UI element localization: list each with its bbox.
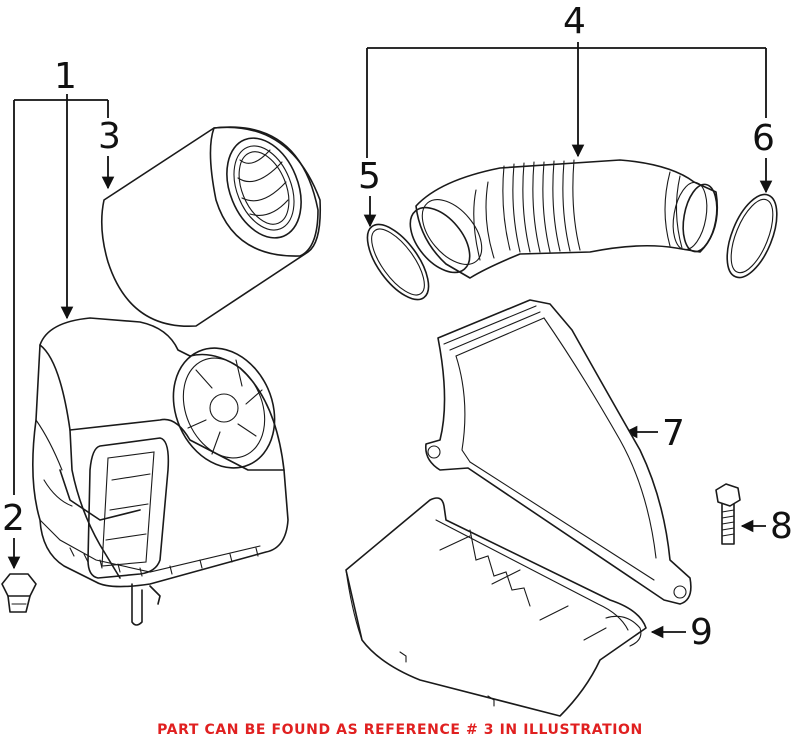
intake-hose [409, 159, 719, 279]
seal-ring-right [726, 193, 778, 279]
callout-1: 1 [54, 56, 77, 97]
callout-7: 7 [662, 413, 685, 454]
reference-note: PART CAN BE FOUND AS REFERENCE # 3 IN IL… [157, 722, 643, 738]
callout-6: 6 [752, 118, 775, 159]
callout-3: 3 [98, 116, 121, 157]
air-cleaner-housing [32, 317, 289, 626]
lower-air-shroud [345, 497, 647, 717]
mounting-bolt [715, 483, 741, 545]
callout-8: 8 [770, 506, 793, 547]
callout-2: 2 [2, 498, 25, 539]
callout-4: 4 [563, 1, 586, 42]
air-duct [424, 299, 692, 605]
callout-5: 5 [358, 156, 381, 197]
air-filter-element [100, 126, 322, 327]
leader-lines [7, 42, 773, 639]
seal-ring-left [366, 223, 430, 301]
retaining-clip [1, 573, 37, 613]
callout-9: 9 [690, 612, 713, 653]
